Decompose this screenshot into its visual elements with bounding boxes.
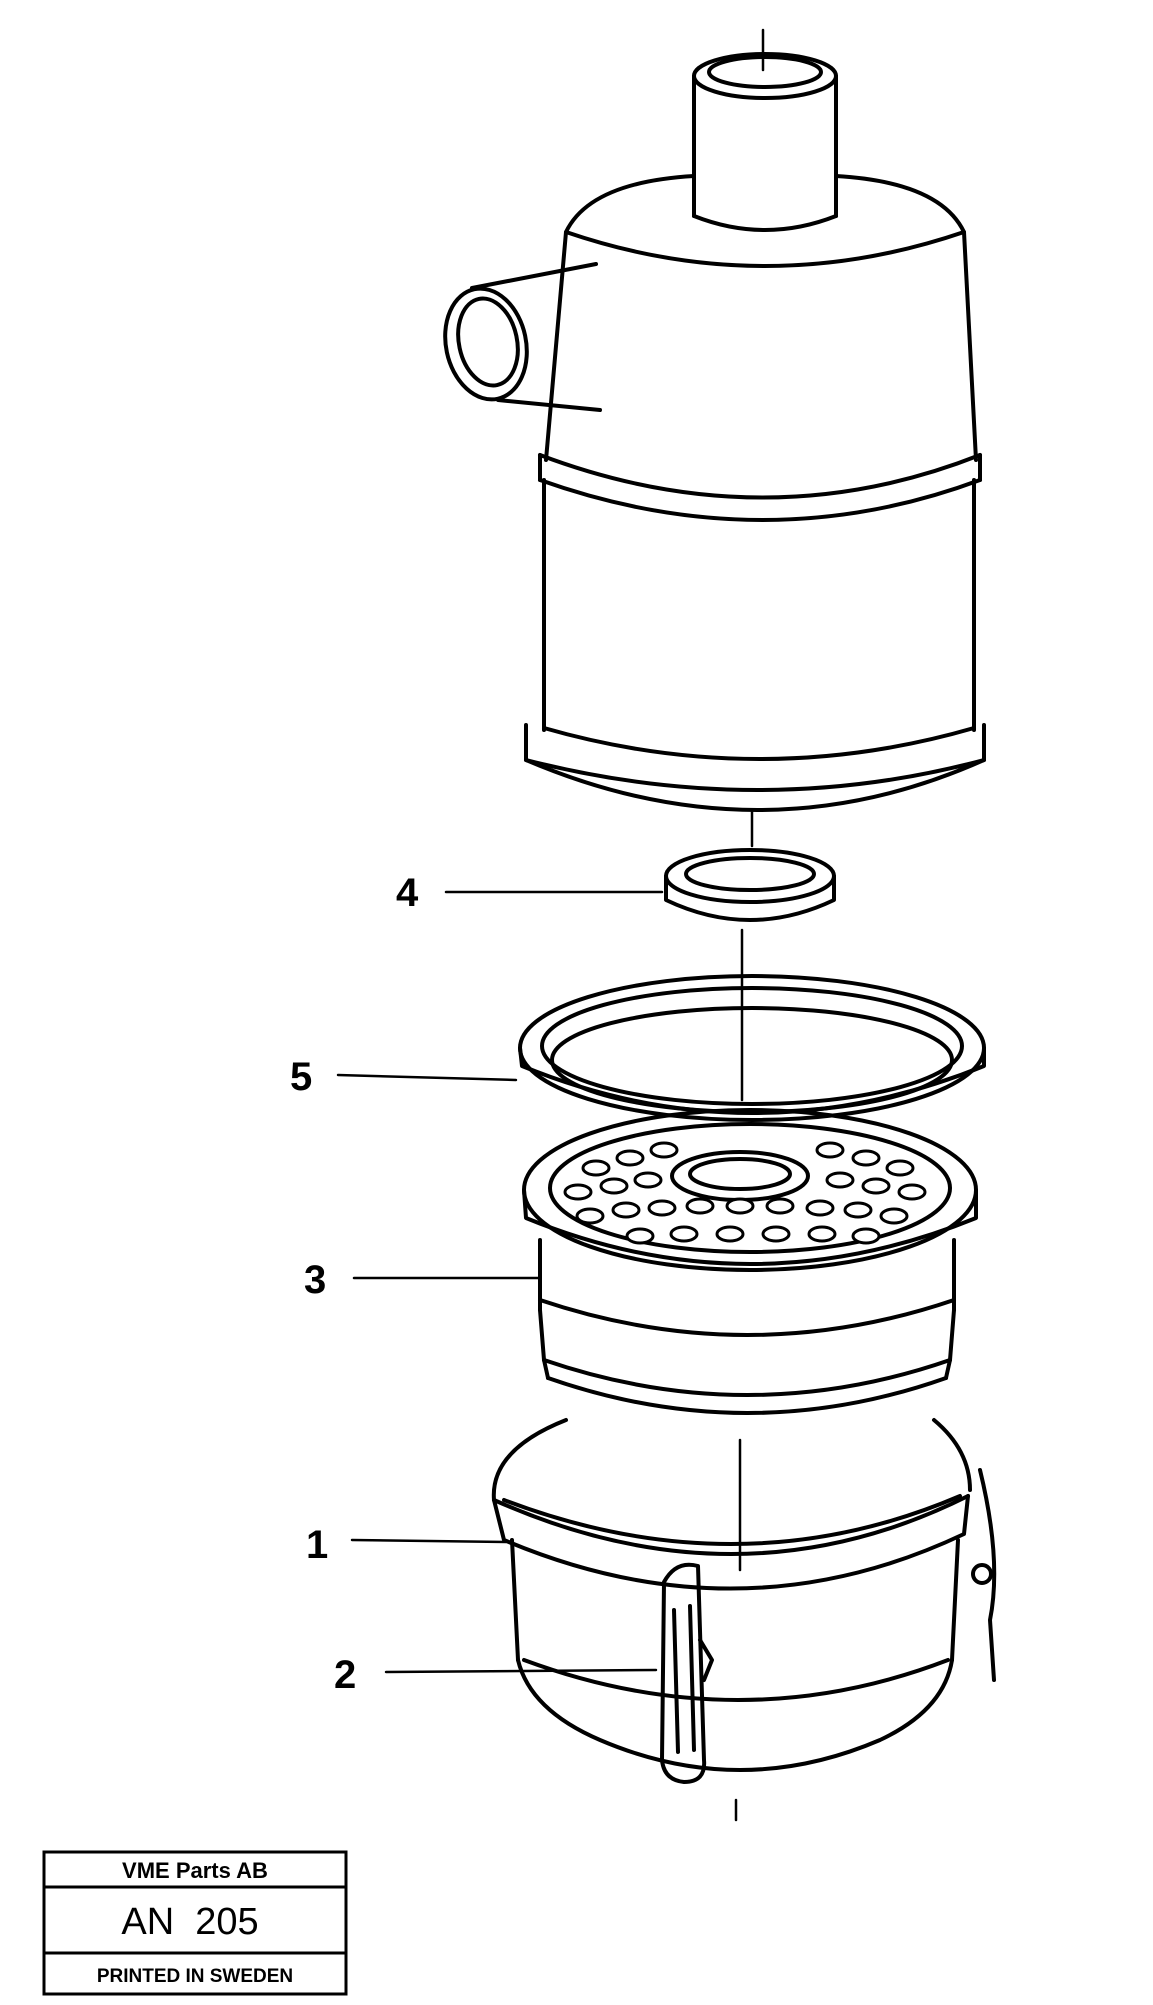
part-4-seal-ring — [664, 848, 836, 1102]
stamp-code: AN 205 — [121, 1901, 258, 1943]
title-stamp: VME Parts AB AN 205 PRINTED IN SWEDEN — [42, 1850, 348, 1996]
callout-4: 4 — [396, 871, 419, 915]
stamp-company: VME Parts AB — [122, 1858, 268, 1883]
part-1-oil-bowl — [491, 1418, 997, 1822]
filter-perforations — [563, 1141, 927, 1245]
part-5-sealing-ring — [518, 974, 986, 1122]
callout-2: 2 — [334, 1653, 356, 1697]
callout-5: 5 — [290, 1055, 312, 1099]
air-cleaner-housing — [443, 28, 986, 848]
callout-leaders — [336, 890, 664, 1674]
part-2-clamp — [660, 1562, 714, 1784]
callout-1: 1 — [306, 1523, 328, 1567]
stamp-footer: PRINTED IN SWEDEN — [97, 1966, 293, 1987]
part-3-filter-element — [522, 1108, 978, 1572]
callout-3: 3 — [304, 1258, 326, 1302]
